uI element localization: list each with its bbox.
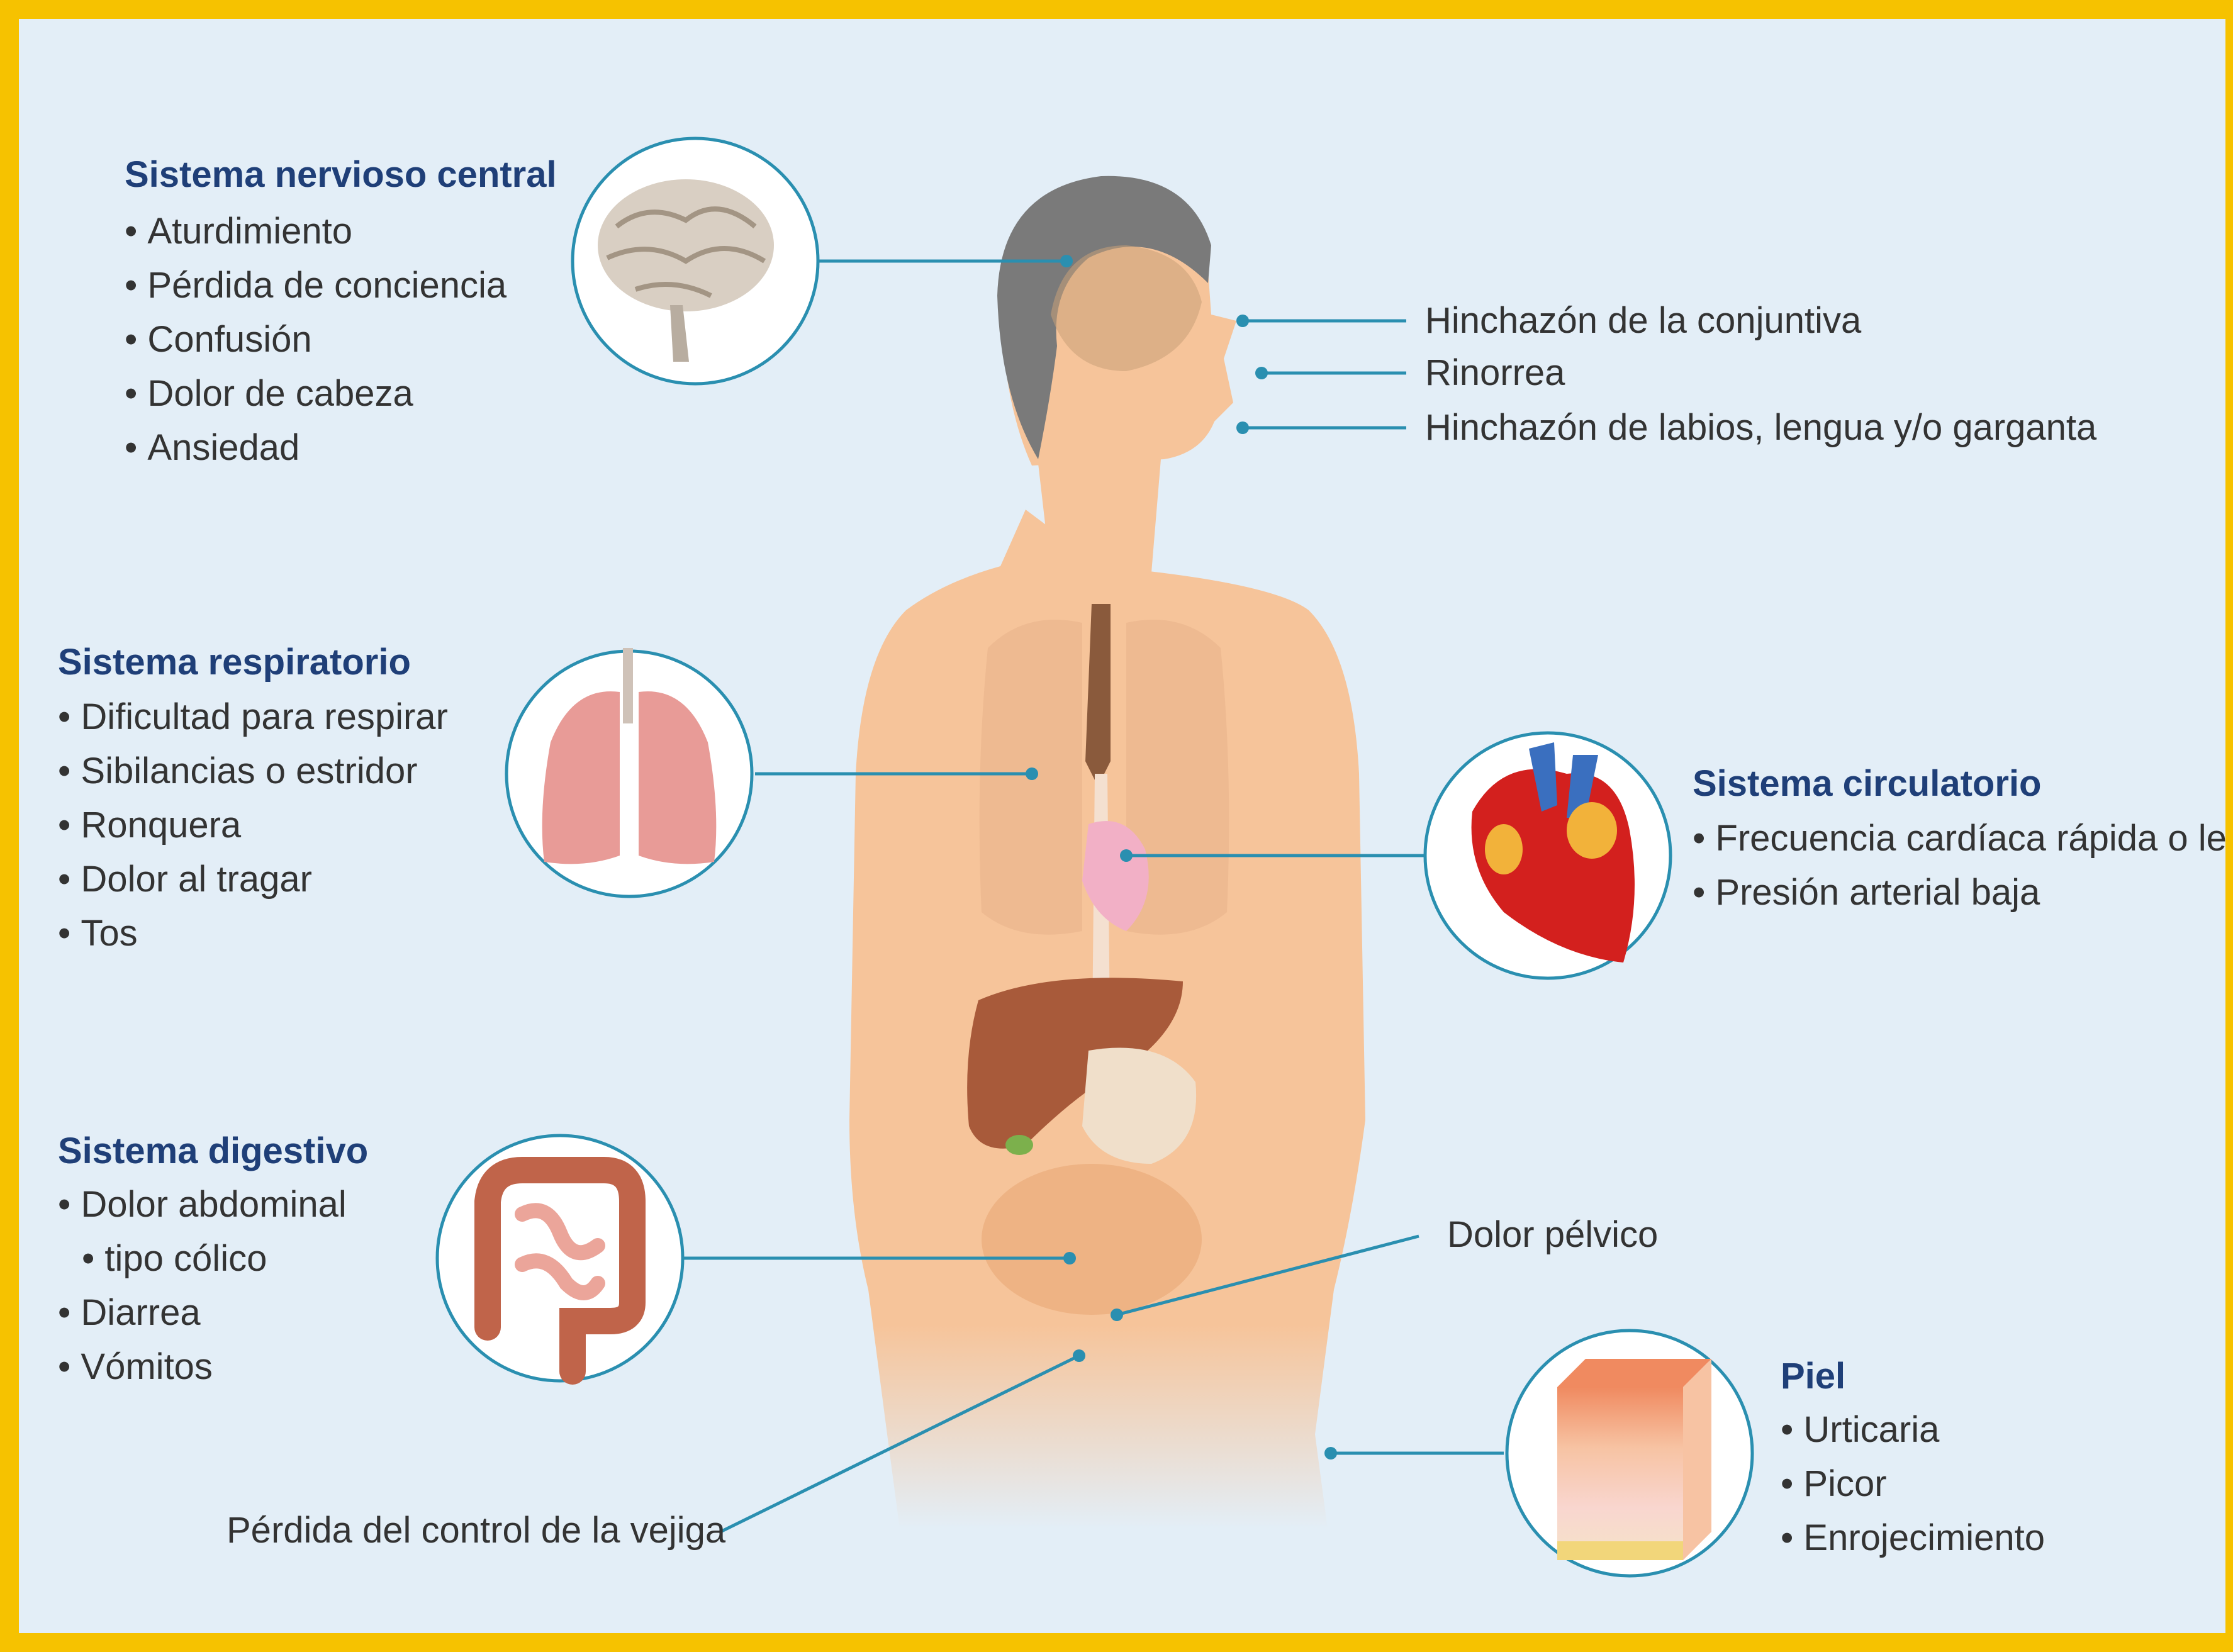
rhinorrhea-label: Rinorrea	[1425, 349, 1565, 397]
symptom-item: Dolor abdominal	[58, 1178, 347, 1232]
symptom-item: Confusión	[125, 313, 506, 367]
conjunctiva-label: Hinchazón de la conjuntiva	[1425, 297, 1861, 345]
skin-layers-icon	[1557, 1359, 1711, 1560]
brain-callout	[573, 138, 818, 384]
symptom-item: Ronquera	[58, 798, 448, 852]
symptom-item: Dolor al tragar	[58, 852, 448, 907]
symptom-item: Dificultad para respirar	[58, 690, 448, 744]
skin-symptoms: Urticaria Picor Enrojecimiento	[1781, 1403, 2045, 1565]
symptom-item: Aturdimiento	[125, 204, 506, 259]
digestive-system-symptoms: Dolor abdominal tipo cólico Diarrea Vómi…	[58, 1178, 347, 1394]
skin-callout	[1507, 1331, 1752, 1576]
heart-callout	[1425, 733, 1671, 978]
digestive-system-title: Sistema digestivo	[58, 1127, 368, 1175]
skin-title: Piel	[1781, 1353, 1845, 1400]
intestines	[982, 1164, 1202, 1315]
nervous-system-symptoms: Aturdimiento Pérdida de conciencia Confu…	[125, 204, 506, 475]
symptom-item: Vómitos	[58, 1340, 347, 1394]
gallbladder	[1005, 1135, 1033, 1155]
symptom-item: Picor	[1781, 1457, 2045, 1511]
symptom-item: Ansiedad	[125, 421, 506, 475]
intestine-callout	[437, 1136, 683, 1381]
symptom-item: Tos	[58, 907, 448, 961]
pelvic-pain-label: Dolor pélvico	[1447, 1211, 1658, 1259]
symptom-item: Presión arterial baja	[1693, 866, 2233, 920]
lungs-callout	[506, 648, 752, 896]
symptom-item: Pérdida de conciencia	[125, 259, 506, 313]
human-body-figure	[849, 176, 1365, 1529]
symptom-item: Frecuencia cardíaca rápida o lenta	[1693, 812, 2233, 866]
respiratory-system-title: Sistema respiratorio	[58, 639, 411, 686]
symptom-item: Urticaria	[1781, 1403, 2045, 1457]
nervous-system-title: Sistema nervioso central	[125, 151, 557, 199]
respiratory-system-symptoms: Dificultad para respirar Sibilancias o e…	[58, 690, 448, 961]
symptom-item: Diarrea	[58, 1286, 347, 1340]
symptom-item: Sibilancias o estridor	[58, 744, 448, 798]
symptom-item: Enrojecimiento	[1781, 1511, 2045, 1565]
symptom-item: Dolor de cabeza	[125, 367, 506, 421]
circulatory-system-symptoms: Frecuencia cardíaca rápida o lenta Presi…	[1693, 812, 2233, 920]
symptom-item-continuation: tipo cólico	[58, 1232, 347, 1286]
swelling-label: Hinchazón de labios, lengua y/o garganta	[1425, 404, 2096, 452]
circulatory-system-title: Sistema circulatorio	[1693, 760, 2041, 808]
bladder-control-label: Pérdida del control de la vejiga	[227, 1507, 725, 1554]
